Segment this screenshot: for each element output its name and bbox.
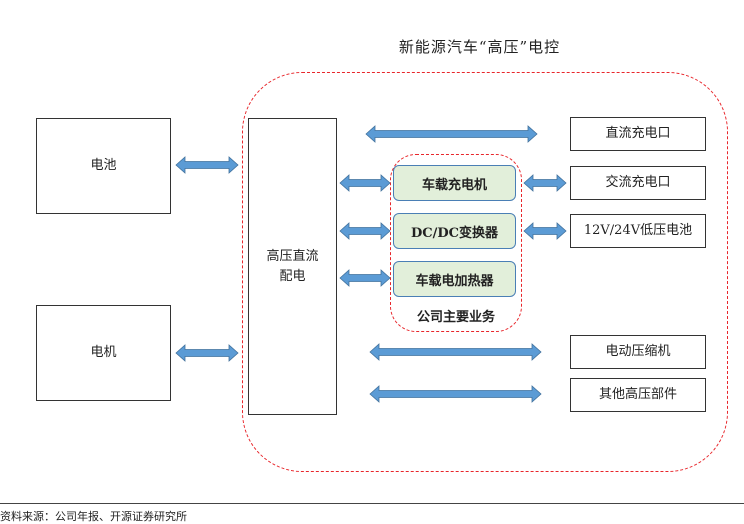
heater-box: 车载电加热器 xyxy=(393,261,516,297)
motor-box: 电机 xyxy=(36,305,171,401)
lv-battery-box: 12V/24V低压电池 xyxy=(570,214,706,248)
ac-charge-port-label: 交流充电口 xyxy=(605,175,671,191)
footer-divider xyxy=(0,503,744,504)
obc-label: 车载充电机 xyxy=(421,177,487,193)
obc-ac-port-arrow xyxy=(523,174,567,192)
distribution-dcdc-arrow xyxy=(339,222,391,240)
dcdc-lv-battery-arrow xyxy=(523,222,567,240)
distribution-label-line2: 配电 xyxy=(279,268,306,284)
diagram-title: 新能源汽车“高压”电控 xyxy=(398,38,561,56)
distribution-dc-port-arrow xyxy=(365,125,538,143)
e-compressor-label: 电动压缩机 xyxy=(605,344,671,360)
core-business-boundary xyxy=(390,154,522,332)
obc-box: 车载充电机 xyxy=(393,165,516,201)
battery-box: 电池 xyxy=(36,118,171,214)
distribution-compressor-arrow xyxy=(369,343,542,361)
high-voltage-boundary xyxy=(242,72,728,472)
core-business-label: 公司主要业务 xyxy=(416,310,495,325)
dcdc-label: DC/DC变换器 xyxy=(411,225,498,241)
other-hv-parts-label: 其他高压部件 xyxy=(598,387,677,403)
dc-charge-port-box: 直流充电口 xyxy=(570,117,706,151)
distribution-obc-arrow xyxy=(339,174,391,192)
distribution-label-line1: 高压直流 xyxy=(266,249,319,264)
lv-battery-label: 12V/24V低压电池 xyxy=(583,223,693,239)
battery-label: 电池 xyxy=(90,158,117,174)
dc-charge-port-label: 直流充电口 xyxy=(605,126,671,142)
ac-charge-port-box: 交流充电口 xyxy=(570,166,706,200)
source-note: 资料来源：公司年报、开源证券研究所 xyxy=(0,510,187,523)
heater-label: 车载电加热器 xyxy=(415,273,494,289)
motor-distribution-arrow xyxy=(175,344,239,362)
hv-dc-distribution-box: 高压直流 配电 xyxy=(248,118,337,415)
distribution-heater-arrow xyxy=(339,269,391,287)
distribution-other-parts-arrow xyxy=(369,385,542,403)
battery-distribution-arrow xyxy=(175,156,239,174)
other-hv-parts-box: 其他高压部件 xyxy=(570,378,706,412)
dcdc-box: DC/DC变换器 xyxy=(393,213,516,249)
e-compressor-box: 电动压缩机 xyxy=(570,335,706,369)
motor-label: 电机 xyxy=(90,345,117,361)
